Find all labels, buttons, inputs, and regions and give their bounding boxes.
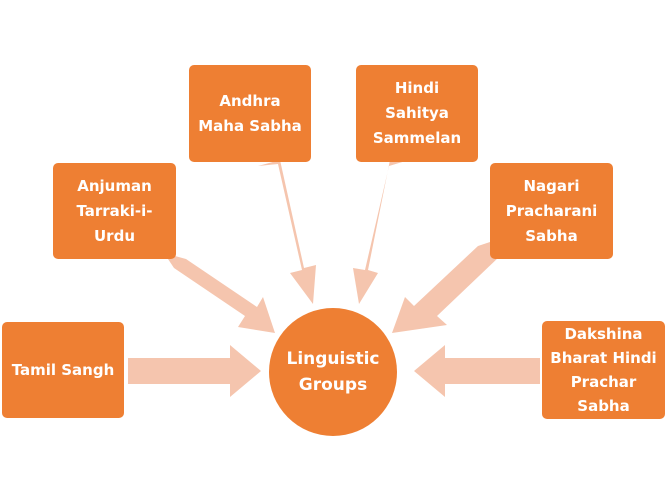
arrow-tamil-sangh — [128, 345, 261, 397]
node-andhra-maha-sabha: Andhra Maha Sabha — [189, 65, 311, 162]
node-dakshina-line-3: Prachar — [570, 373, 637, 391]
node-dakshina-line-1: Dakshina — [564, 325, 643, 343]
center-label-line-1: Linguistic — [286, 349, 380, 369]
node-anjuman: Anjuman Tarraki-i- Urdu — [53, 163, 176, 259]
arrow-anjuman — [164, 253, 275, 333]
node-anjuman-line-3: Urdu — [94, 226, 135, 245]
node-nagari-pracharani-sabha: Nagari Pracharani Sabha — [490, 163, 613, 259]
center-node-linguistic-groups: Linguistic Groups — [269, 308, 397, 436]
node-andhra-line-1: Andhra — [219, 91, 281, 110]
arrow-nagari — [392, 242, 500, 333]
node-nagari-line-2: Pracharani — [505, 201, 598, 220]
node-dakshina-line-4: Sabha — [577, 397, 630, 415]
node-hindi-sahitya-line-1: Hindi Sahitya — [385, 79, 449, 122]
node-anjuman-line-2: Tarraki-i- — [76, 201, 153, 220]
node-nagari-line-1: Nagari — [523, 176, 580, 195]
node-tamil-sangh-line-1: Tamil Sangh — [11, 360, 115, 379]
node-hindi-sahitya-line-2: Sammelan — [372, 129, 462, 147]
node-dakshina-bharat-hindi-prachar-sabha: Dakshina Bharat Hindi Prachar Sabha — [542, 321, 665, 419]
node-anjuman-line-1: Anjuman — [77, 176, 152, 195]
node-andhra-line-2: Maha Sabha — [198, 116, 302, 135]
node-hindi-sahitya-sammelan: Hindi Sahitya Sammelan — [356, 65, 478, 162]
arrow-hindi-sahitya — [353, 160, 409, 304]
arrow-dakshina — [414, 345, 540, 397]
arrow-andhra — [258, 160, 316, 304]
node-nagari-line-3: Sabha — [525, 226, 578, 245]
center-label-line-2: Groups — [298, 375, 368, 395]
node-tamil-sangh: Tamil Sangh — [2, 322, 124, 418]
node-dakshina-line-2: Bharat Hindi — [550, 349, 657, 367]
